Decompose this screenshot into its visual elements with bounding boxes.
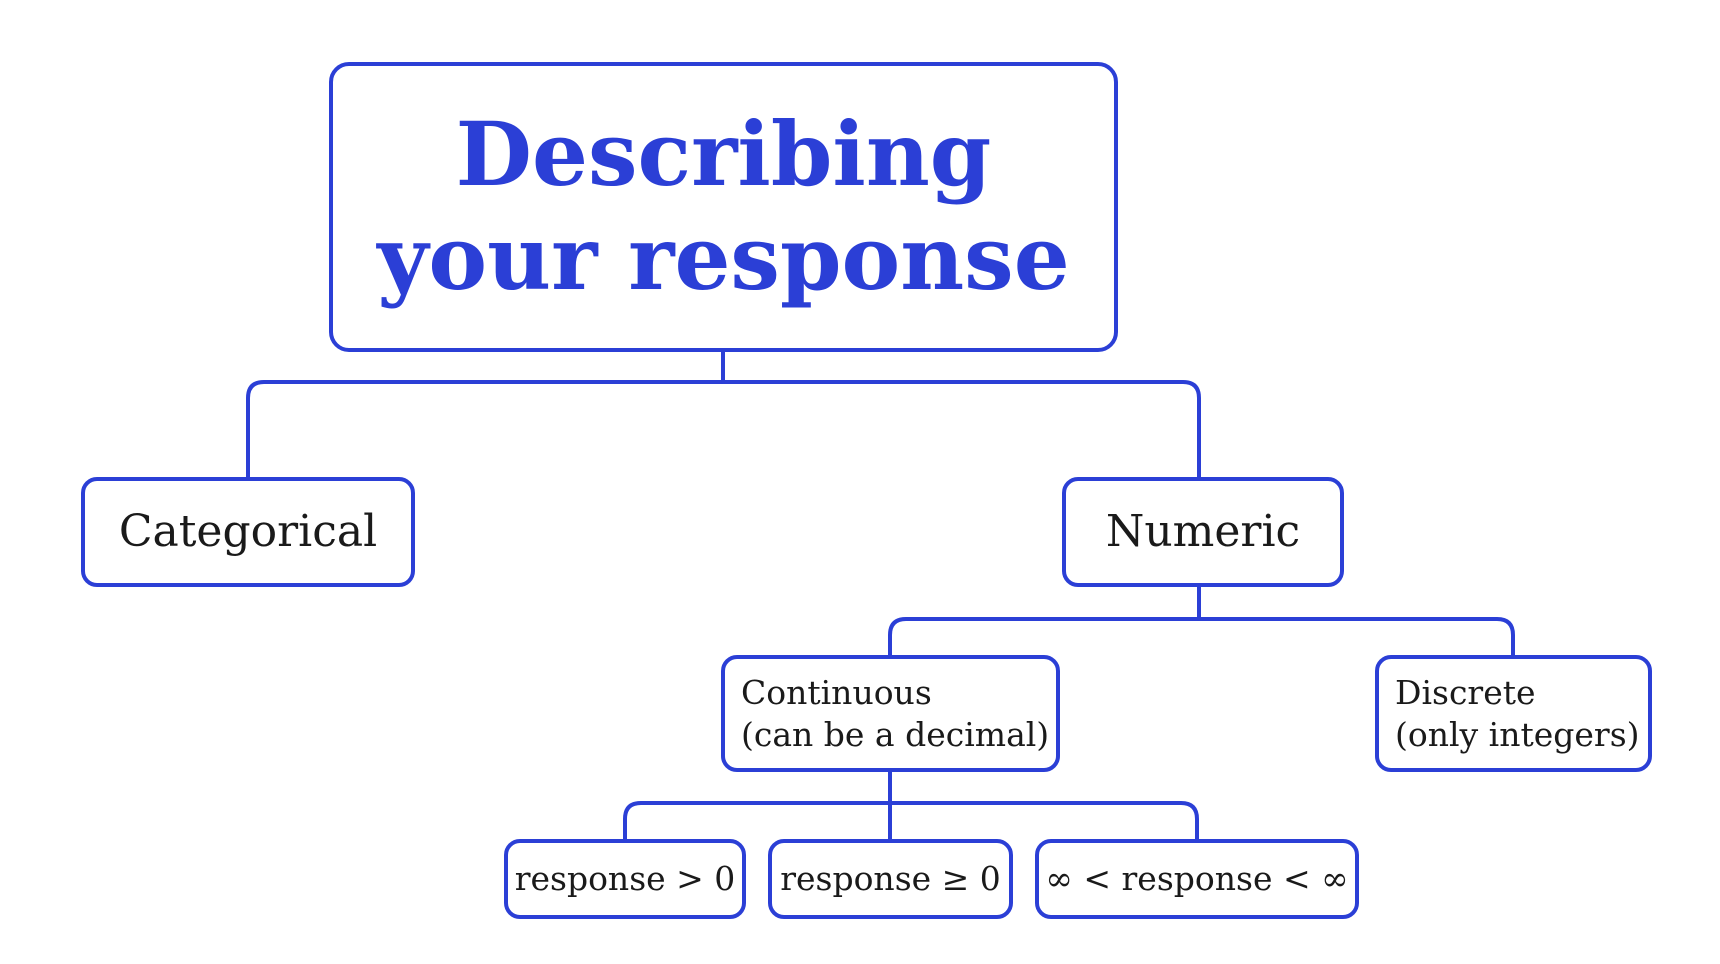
positive-range-node: response > 0 — [504, 839, 746, 919]
root-node: Describing your response — [329, 62, 1118, 352]
categorical-label: Categorical — [118, 505, 378, 557]
connector-numeric-to-discrete — [1197, 617, 1515, 657]
unbounded-range-label: ∞ < response < ∞ — [1045, 859, 1349, 899]
discrete-label-line1: Discrete — [1395, 673, 1536, 713]
discrete-node: Discrete (only integers) — [1375, 655, 1652, 772]
connector-continuous-to-unbounded — [888, 801, 1199, 841]
unbounded-range-node: ∞ < response < ∞ — [1035, 839, 1359, 919]
numeric-label: Numeric — [1105, 505, 1301, 557]
discrete-label-line2: (only integers) — [1395, 714, 1640, 754]
root-title-line2: your response — [377, 206, 1070, 310]
continuous-label-line2: (can be a decimal) — [741, 714, 1050, 754]
categorical-node: Categorical — [81, 477, 415, 587]
connector-root-to-numeric — [721, 380, 1201, 479]
root-title-line1: Describing — [455, 102, 992, 207]
discrete-label: Discrete (only integers) — [1395, 672, 1640, 755]
connector-root-to-categorical — [246, 380, 725, 479]
connector-continuous-to-positive — [623, 801, 892, 841]
root-title: Describing your response — [377, 102, 1070, 311]
positive-range-label: response > 0 — [514, 859, 736, 899]
numeric-node: Numeric — [1062, 477, 1344, 587]
continuous-label-line1: Continuous — [741, 673, 932, 713]
connector-numeric-to-continuous — [888, 617, 1201, 657]
non-negative-range-node: response ≥ 0 — [768, 839, 1013, 919]
non-negative-range-label: response ≥ 0 — [780, 859, 1001, 899]
continuous-label: Continuous (can be a decimal) — [741, 672, 1049, 755]
continuous-node: Continuous (can be a decimal) — [721, 655, 1060, 772]
